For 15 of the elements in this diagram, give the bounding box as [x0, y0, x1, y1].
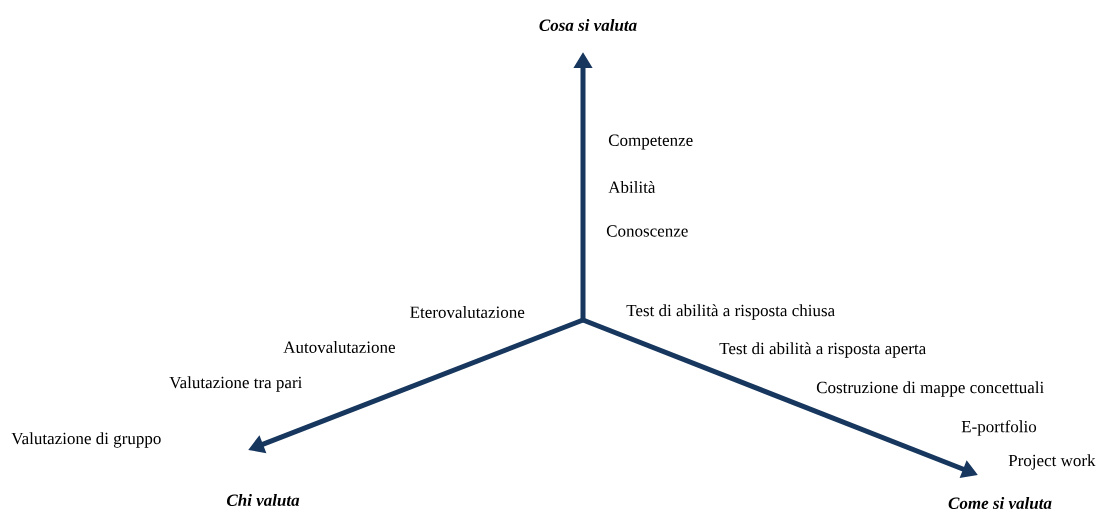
axis-item-label: Test di abilità a risposta aperta: [719, 342, 926, 358]
axis-item-label: Test di abilità a risposta chiusa: [626, 304, 835, 320]
axis-item-label: Valutazione tra pari: [169, 376, 302, 392]
axis-item-label: Eterovalutazione: [410, 306, 525, 318]
axis-title: Cosa si valuta: [539, 19, 637, 31]
axis-title: Chi valuta: [227, 494, 300, 506]
axis-title: Come si valuta: [948, 497, 1052, 509]
axis-item-label: Competenze: [608, 134, 693, 150]
axis-item-label: Abilità: [608, 181, 656, 193]
axis-item-label: Autovalutazione: [283, 341, 395, 353]
axis-item-label: Costruzione di mappe concettuali: [816, 381, 1044, 397]
axis-item-label: Valutazione di gruppo: [11, 432, 161, 448]
axis-item-label: E-portfolio: [961, 420, 1037, 436]
axis-item-label: Conoscenze: [606, 225, 688, 237]
axis-item-label: Project work: [1008, 454, 1096, 470]
